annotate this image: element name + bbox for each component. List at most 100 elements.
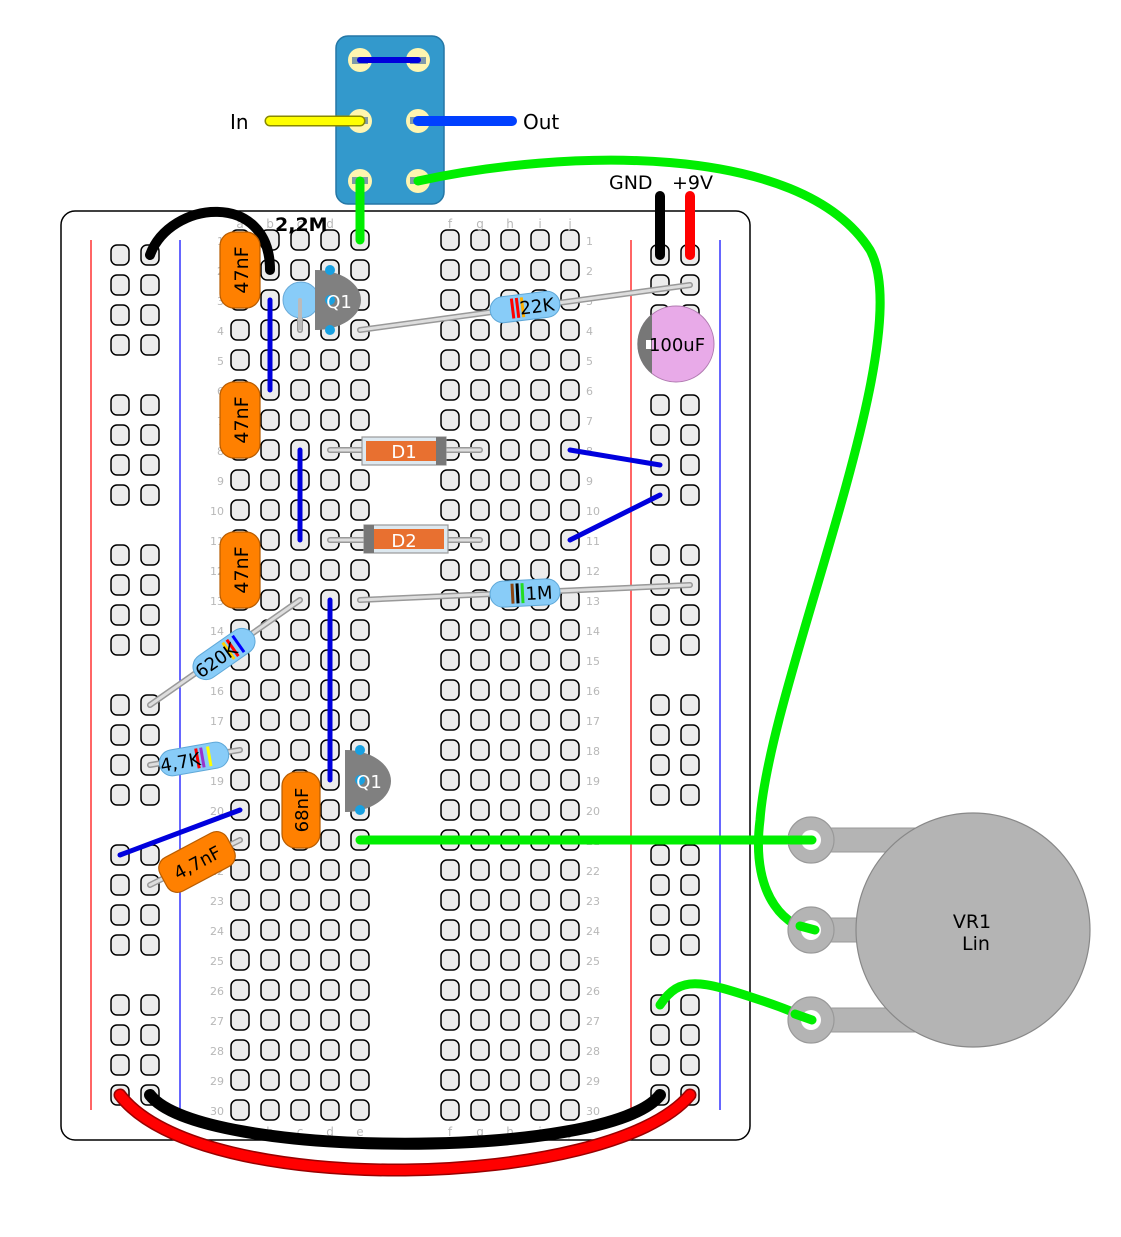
rail-hole-left-neg[interactable]	[140, 934, 160, 956]
capacitor-47nf-2[interactable]: 47nF	[219, 381, 261, 459]
resistor-1m[interactable]: 1M	[489, 578, 561, 608]
rail-hole-right-neg[interactable]	[650, 754, 670, 776]
hole-h22[interactable]	[500, 859, 520, 881]
rail-hole-right-neg[interactable]	[650, 724, 670, 746]
hole-b9[interactable]	[260, 469, 280, 491]
hole-h26[interactable]	[500, 979, 520, 1001]
hole-a23[interactable]	[230, 889, 250, 911]
hole-i18[interactable]	[530, 739, 550, 761]
hole-f3[interactable]	[440, 289, 460, 311]
hole-f2[interactable]	[440, 259, 460, 281]
hole-i16[interactable]	[530, 679, 550, 701]
hole-e22[interactable]	[350, 859, 370, 881]
rail-hole-right-neg[interactable]	[650, 934, 670, 956]
hole-a27[interactable]	[230, 1009, 250, 1031]
rail-hole-left-neg[interactable]	[140, 724, 160, 746]
hole-e17[interactable]	[350, 709, 370, 731]
hole-f15[interactable]	[440, 649, 460, 671]
rail-hole-right-neg[interactable]	[650, 1054, 670, 1076]
hole-g1[interactable]	[470, 229, 490, 251]
hole-j14[interactable]	[560, 619, 580, 641]
hole-b18[interactable]	[260, 739, 280, 761]
hole-j10[interactable]	[560, 499, 580, 521]
hole-e14[interactable]	[350, 619, 370, 641]
hole-j28[interactable]	[560, 1039, 580, 1061]
hole-e6[interactable]	[350, 379, 370, 401]
hole-i24[interactable]	[530, 919, 550, 941]
hole-g27[interactable]	[470, 1009, 490, 1031]
hole-h20[interactable]	[500, 799, 520, 821]
hole-c29[interactable]	[290, 1069, 310, 1091]
hole-f9[interactable]	[440, 469, 460, 491]
hole-h9[interactable]	[500, 469, 520, 491]
hole-e24[interactable]	[350, 919, 370, 941]
rail-hole-right-neg[interactable]	[650, 604, 670, 626]
rail-hole-right-pos[interactable]	[680, 694, 700, 716]
hole-d25[interactable]	[320, 949, 340, 971]
hole-e7[interactable]	[350, 409, 370, 431]
hole-f1[interactable]	[440, 229, 460, 251]
rail-hole-right-pos[interactable]	[680, 454, 700, 476]
hole-f20[interactable]	[440, 799, 460, 821]
hole-c16[interactable]	[290, 679, 310, 701]
rail-hole-right-neg[interactable]	[650, 394, 670, 416]
hole-b11[interactable]	[260, 529, 280, 551]
rail-hole-left-pos[interactable]	[110, 904, 130, 926]
hole-h25[interactable]	[500, 949, 520, 971]
hole-g18[interactable]	[470, 739, 490, 761]
hole-j2[interactable]	[560, 259, 580, 281]
rail-hole-left-neg[interactable]	[140, 304, 160, 326]
hole-i20[interactable]	[530, 799, 550, 821]
rail-hole-left-neg[interactable]	[140, 994, 160, 1016]
rail-hole-left-pos[interactable]	[110, 934, 130, 956]
hole-h6[interactable]	[500, 379, 520, 401]
hole-a17[interactable]	[230, 709, 250, 731]
hole-b25[interactable]	[260, 949, 280, 971]
hole-e9[interactable]	[350, 469, 370, 491]
rail-hole-left-neg[interactable]	[140, 274, 160, 296]
hole-c24[interactable]	[290, 919, 310, 941]
hole-j19[interactable]	[560, 769, 580, 791]
hole-j29[interactable]	[560, 1069, 580, 1091]
hole-c23[interactable]	[290, 889, 310, 911]
rail-hole-right-neg[interactable]	[650, 1024, 670, 1046]
hole-d7[interactable]	[320, 409, 340, 431]
hole-h16[interactable]	[500, 679, 520, 701]
hole-c2[interactable]	[290, 259, 310, 281]
rail-hole-right-neg[interactable]	[650, 784, 670, 806]
hole-i4[interactable]	[530, 319, 550, 341]
rail-hole-right-pos[interactable]	[680, 1054, 700, 1076]
hole-a16[interactable]	[230, 679, 250, 701]
hole-j9[interactable]	[560, 469, 580, 491]
hole-j17[interactable]	[560, 709, 580, 731]
hole-i27[interactable]	[530, 1009, 550, 1031]
hole-g16[interactable]	[470, 679, 490, 701]
rail-hole-left-pos[interactable]	[110, 724, 130, 746]
rail-hole-left-pos[interactable]	[110, 244, 130, 266]
capacitor-47nf-1[interactable]: 47nF	[219, 231, 261, 309]
hole-j25[interactable]	[560, 949, 580, 971]
hole-i25[interactable]	[530, 949, 550, 971]
hole-c17[interactable]	[290, 709, 310, 731]
hole-h18[interactable]	[500, 739, 520, 761]
rail-hole-right-pos[interactable]	[680, 544, 700, 566]
hole-i8[interactable]	[530, 439, 550, 461]
hole-g4[interactable]	[470, 319, 490, 341]
hole-h11[interactable]	[500, 529, 520, 551]
rail-hole-left-pos[interactable]	[110, 1024, 130, 1046]
hole-h29[interactable]	[500, 1069, 520, 1091]
hole-j24[interactable]	[560, 919, 580, 941]
hole-i11[interactable]	[530, 529, 550, 551]
hole-j1[interactable]	[560, 229, 580, 251]
capacitor-100uf[interactable]: 100uF	[637, 305, 715, 383]
rail-hole-left-neg[interactable]	[140, 604, 160, 626]
hole-j26[interactable]	[560, 979, 580, 1001]
rail-hole-right-neg[interactable]	[650, 844, 670, 866]
hole-f5[interactable]	[440, 349, 460, 371]
hole-e27[interactable]	[350, 1009, 370, 1031]
hole-d28[interactable]	[320, 1039, 340, 1061]
rail-hole-right-pos[interactable]	[680, 754, 700, 776]
hole-e25[interactable]	[350, 949, 370, 971]
hole-g28[interactable]	[470, 1039, 490, 1061]
hole-c26[interactable]	[290, 979, 310, 1001]
